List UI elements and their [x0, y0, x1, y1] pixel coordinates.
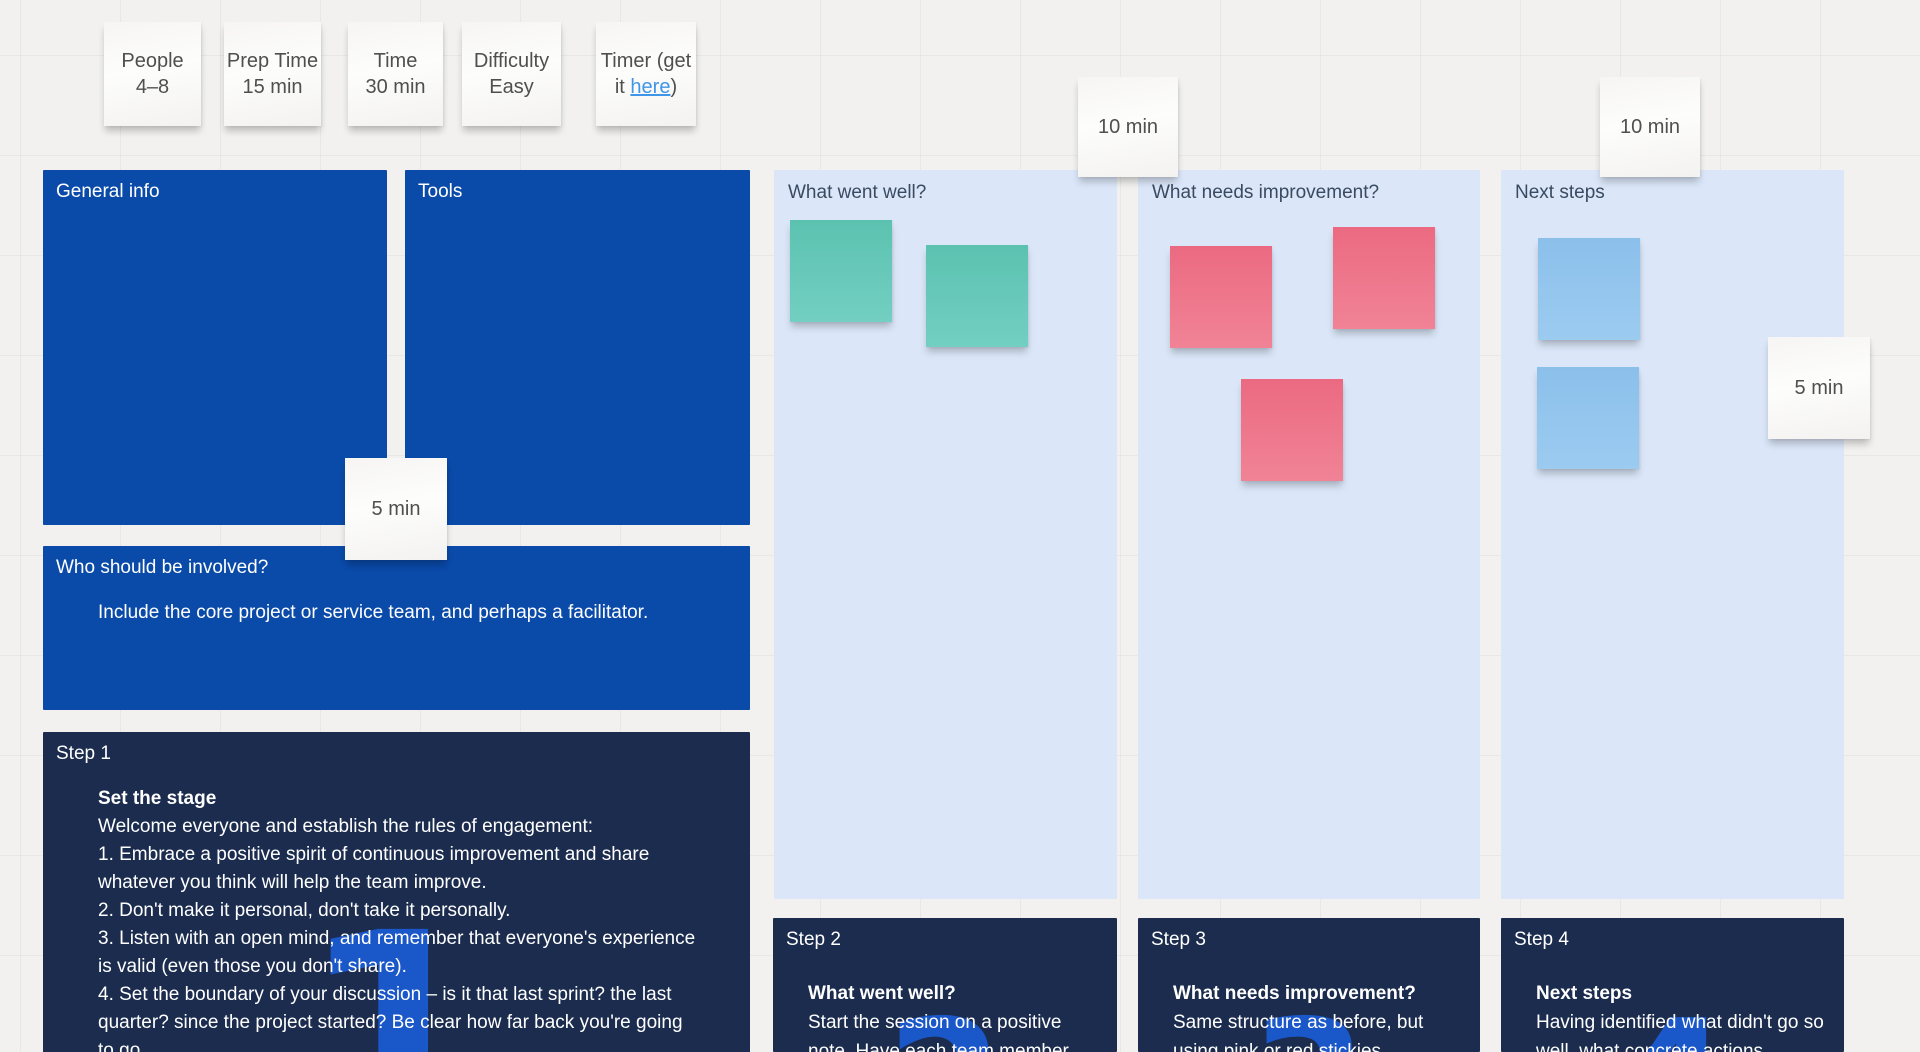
step-4-title: Step 4 — [1514, 929, 1569, 950]
sticky-note-pink[interactable] — [1241, 379, 1343, 481]
step-1-intro: Welcome everyone and establish the rules… — [98, 816, 594, 837]
step-1-body: Set the stage Welcome everyone and estab… — [98, 785, 698, 1052]
sticky-timer-5min-left[interactable]: 5 min — [345, 458, 447, 560]
who-involved-title: Who should be involved? — [56, 557, 269, 578]
step-1-item: 2. Don't make it personal, don't take it… — [98, 900, 511, 921]
sticky-prep-time[interactable]: Prep Time 15 min — [224, 22, 321, 126]
step-2-title: Step 2 — [786, 929, 841, 950]
step-2-body: What went well? Start the session on a p… — [808, 979, 1102, 1052]
panel-general-info[interactable]: General info — [43, 170, 387, 525]
step-2-watermark-number: 2 — [886, 998, 1004, 1052]
step-4-body: Next steps Having identified what didn't… — [1536, 979, 1829, 1052]
step-2-heading: What went well? — [808, 983, 956, 1004]
column-next-steps-title: Next steps — [1515, 182, 1605, 203]
timer-10min-col3-text: 10 min — [1619, 116, 1681, 138]
timer-here-link[interactable]: here — [630, 76, 671, 98]
column-what-went-well-title: What went well? — [788, 182, 927, 203]
sticky-timer-text: Timer (get it here) — [600, 50, 692, 98]
step-1-item: 4. Set the boundary of your discussion –… — [98, 984, 683, 1052]
sticky-difficulty[interactable]: Difficulty Easy — [462, 22, 561, 126]
step-1-watermark-number: 1 — [299, 874, 494, 1052]
panel-step-2[interactable]: 2 Step 2 What went well? Start the sessi… — [773, 918, 1117, 1052]
sticky-timer[interactable]: Timer (get it here) — [596, 22, 696, 126]
step-1-title: Step 1 — [56, 743, 111, 764]
panel-who-involved[interactable]: Who should be involved? Include the core… — [43, 546, 750, 710]
step-3-title: Step 3 — [1151, 929, 1206, 950]
sticky-note-pink[interactable] — [1333, 227, 1435, 329]
sticky-timer-10min-col1[interactable]: 10 min — [1078, 77, 1178, 177]
sticky-timer-5min-right[interactable]: 5 min — [1768, 337, 1870, 439]
step-3-heading: What needs improvement? — [1173, 983, 1416, 1004]
sticky-note-teal[interactable] — [790, 220, 892, 322]
general-info-title: General info — [56, 181, 160, 202]
sticky-prep-time-text: Prep Time 15 min — [226, 50, 319, 98]
step-4-heading: Next steps — [1536, 983, 1633, 1004]
step-3-body: What needs improvement? Same structure a… — [1173, 979, 1465, 1052]
step-2-text: Start the session on a positive note. Ha… — [808, 1012, 1069, 1052]
step-1-heading: Set the stage — [98, 788, 217, 809]
panel-step-3[interactable]: 3 Step 3 What needs improvement? Same st… — [1138, 918, 1480, 1052]
sticky-note-teal[interactable] — [926, 245, 1028, 347]
timer-text-suffix: ) — [670, 76, 678, 98]
column-what-needs-improvement-title: What needs improvement? — [1152, 182, 1380, 203]
panel-tools[interactable]: Tools — [405, 170, 750, 525]
sticky-note-blue[interactable] — [1537, 367, 1639, 469]
step-1-item: 3. Listen with an open mind, and remembe… — [98, 928, 696, 977]
panel-step-4[interactable]: 4 Step 4 Next steps Having identified wh… — [1501, 918, 1844, 1052]
timer-5min-right-text: 5 min — [1794, 377, 1844, 399]
who-involved-body: Include the core project or service team… — [98, 602, 649, 623]
sticky-note-pink[interactable] — [1170, 246, 1272, 348]
timer-text-prefix: it — [614, 76, 631, 98]
tools-title: Tools — [418, 181, 463, 202]
panel-step-1[interactable]: 1 Step 1 Set the stage Welcome everyone … — [43, 732, 750, 1052]
timer-5min-left-text: 5 min — [371, 498, 421, 520]
step-1-item: 1. Embrace a positive spirit of continuo… — [98, 844, 650, 893]
sticky-difficulty-text: Difficulty Easy — [473, 50, 550, 98]
step-3-text: Same structure as before, but using pink… — [1173, 1012, 1424, 1052]
sticky-people[interactable]: People 4–8 — [104, 22, 201, 126]
step-4-watermark-number: 4 — [1613, 998, 1731, 1052]
step-4-text: Having identified what didn't go so well… — [1536, 1012, 1824, 1052]
sticky-timer-10min-col3[interactable]: 10 min — [1600, 77, 1700, 177]
sticky-time-text: Time 30 min — [365, 50, 426, 98]
sticky-people-text: People 4–8 — [121, 50, 184, 98]
step-3-watermark-number: 3 — [1250, 998, 1368, 1052]
sticky-time[interactable]: Time 30 min — [348, 22, 443, 126]
timer-10min-col1-text: 10 min — [1097, 116, 1159, 138]
sticky-note-blue[interactable] — [1538, 238, 1640, 340]
